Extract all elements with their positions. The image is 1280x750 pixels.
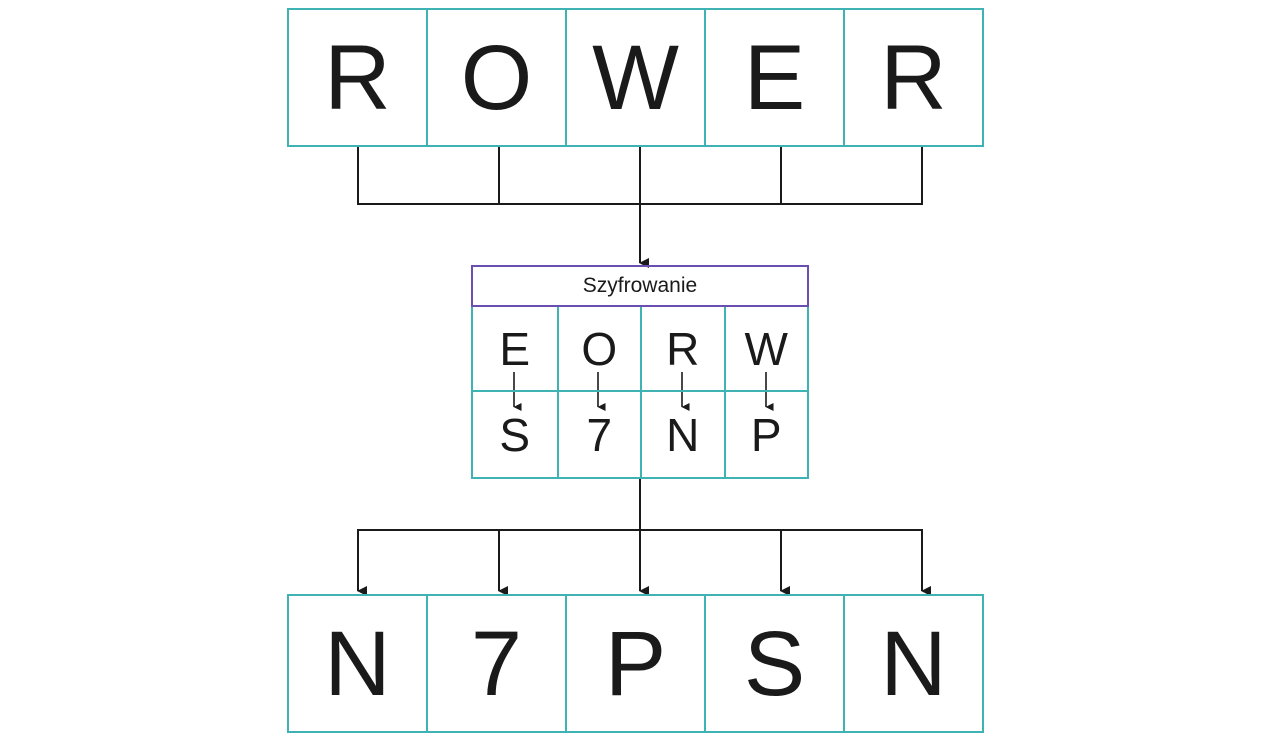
input-letter: R	[843, 8, 984, 147]
output-word-row: N 7 P S N	[287, 594, 984, 733]
coded-letter: P	[723, 392, 808, 477]
output-letter: P	[565, 594, 706, 733]
split-arrows	[357, 530, 931, 596]
coded-letter: 7	[556, 392, 641, 477]
cipher-table: Szyfrowanie E O R W S 7 N P	[471, 265, 809, 479]
cipher-grid: E O R W S 7 N P	[471, 307, 809, 479]
output-letter: N	[287, 594, 428, 733]
input-letter: W	[565, 8, 706, 147]
input-letter: R	[287, 8, 428, 147]
plain-letter: E	[473, 307, 557, 392]
input-word-row: R O W E R	[287, 8, 984, 147]
coded-letter: N	[640, 392, 724, 477]
split-lines	[357, 478, 923, 531]
plain-letter: W	[723, 307, 807, 392]
plain-letter: O	[556, 307, 640, 392]
output-letter: S	[704, 594, 845, 733]
merge-lines	[357, 147, 923, 205]
cipher-title: Szyfrowanie	[471, 265, 809, 307]
coded-letter: S	[499, 408, 531, 461]
output-letter: N	[843, 594, 984, 733]
plain-letter: R	[640, 307, 724, 392]
input-letter: O	[426, 8, 567, 147]
input-letter: E	[704, 8, 845, 147]
output-letter: 7	[426, 594, 567, 733]
